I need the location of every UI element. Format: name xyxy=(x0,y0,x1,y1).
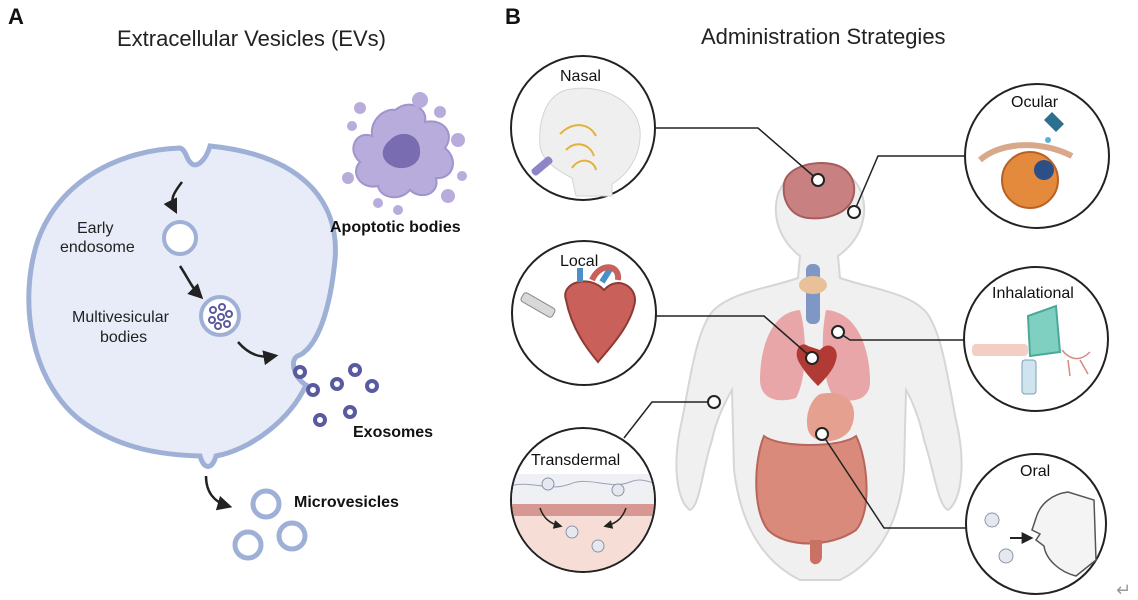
panel-b-letter: B xyxy=(505,4,521,29)
panel-a-letter: A xyxy=(8,4,24,29)
apoptotic-body xyxy=(342,92,467,215)
inhalational-route: Inhalational xyxy=(963,266,1109,412)
nasal-nerves-graphic xyxy=(559,124,597,171)
ocular-label: Ocular xyxy=(1011,94,1059,111)
local-route: Local xyxy=(511,240,657,386)
stratum-corneum-graphic xyxy=(512,474,654,504)
panel-a: A Extracellular Vesicles (EVs) Early end… xyxy=(8,4,467,561)
exosomes-label: Exosomes xyxy=(353,424,433,441)
inhalational-label: Inhalational xyxy=(992,285,1074,302)
apoptotic-bodies-label: Apoptotic bodies xyxy=(330,219,461,236)
early-endosome-label-1: Early xyxy=(77,220,113,237)
microvesicles-label: Microvesicles xyxy=(294,494,399,511)
eyelid-graphic xyxy=(977,142,1074,163)
ocular-route: Ocular xyxy=(964,83,1110,229)
transdermal-route: Transdermal xyxy=(510,427,656,573)
rectum xyxy=(810,540,822,565)
early-endosome xyxy=(162,220,198,256)
transdermal-label: Transdermal xyxy=(531,452,620,469)
oral-label: Oral xyxy=(1020,463,1050,480)
local-label: Local xyxy=(560,253,598,270)
microvesicles xyxy=(232,488,308,561)
bronchi-graphic xyxy=(1061,349,1091,377)
nebulizer-graphic xyxy=(1021,359,1037,395)
mask-graphic xyxy=(1026,304,1062,358)
tube-graphic xyxy=(972,344,1028,356)
panel-b: B Administration Strategies xyxy=(505,4,1110,595)
face-profile-graphic xyxy=(1031,491,1097,577)
return-glyph: ↵ xyxy=(1116,580,1131,600)
arrow-invagination xyxy=(163,181,183,215)
intestines xyxy=(755,434,868,545)
panel-a-title: Extracellular Vesicles (EVs) xyxy=(117,26,386,51)
mvb-label-2: bodies xyxy=(100,329,147,346)
brain xyxy=(782,162,856,220)
arrow-to-mvb xyxy=(178,265,204,300)
eyeball-graphic xyxy=(1001,151,1059,209)
arrow-to-membrane xyxy=(237,341,279,366)
epidermis-graphic xyxy=(512,504,654,516)
nasal-route: Nasal xyxy=(510,55,656,201)
connector-dots xyxy=(707,173,861,441)
parent-cell xyxy=(26,143,338,469)
panel-b-title: Administration Strategies xyxy=(701,24,946,49)
syringe-graphic xyxy=(520,292,556,318)
eye-dropper-graphic xyxy=(1044,112,1064,132)
early-endosome-label-2: endosome xyxy=(60,239,135,256)
oral-route: Oral xyxy=(965,453,1107,595)
heart-graphic xyxy=(564,280,637,364)
mvb-label-1: Multivesicular xyxy=(72,309,170,326)
arrow-microvesicles xyxy=(204,475,233,511)
exosomes xyxy=(293,363,379,427)
nasal-spray-graphic xyxy=(531,156,553,176)
thyroid xyxy=(799,276,827,294)
head-profile-graphic xyxy=(539,87,641,197)
mvb-inner-vesicles xyxy=(208,303,233,330)
left-lung xyxy=(760,310,805,401)
nasal-label: Nasal xyxy=(560,68,601,85)
